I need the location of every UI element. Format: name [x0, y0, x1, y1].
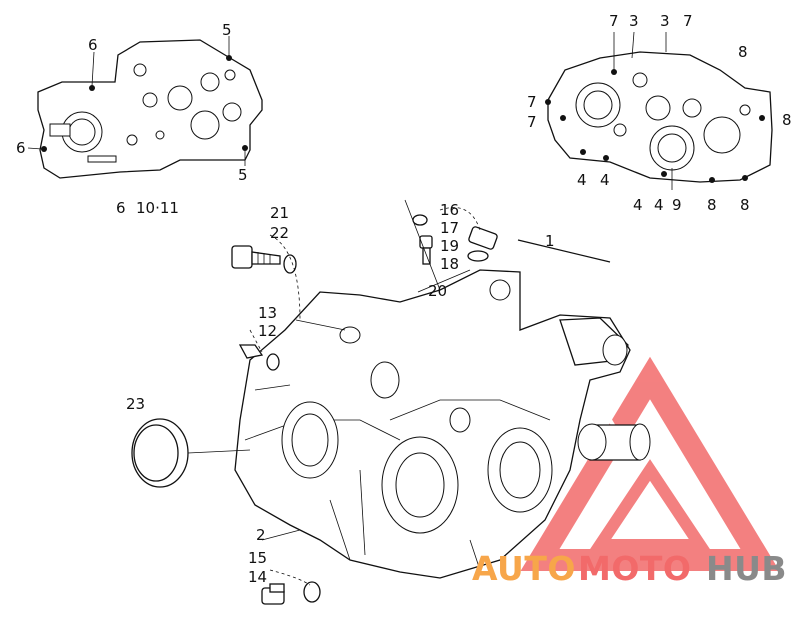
callout-6: 6	[116, 199, 126, 217]
callout-2: 2	[256, 526, 266, 544]
callout-8: 8	[707, 196, 717, 214]
washer-top	[412, 214, 428, 226]
callout-4: 4	[577, 171, 587, 189]
main-crankcase	[234, 269, 651, 579]
bolt-19	[419, 235, 433, 265]
callout-14: 14	[248, 568, 267, 586]
callout-1: 1	[545, 232, 555, 250]
cap-23	[131, 418, 189, 488]
crankcase-right-half-view	[545, 31, 773, 190]
callout-15: 15	[248, 549, 267, 567]
washer-22	[283, 254, 297, 274]
plug-16	[468, 226, 498, 250]
callout-3: 3	[629, 12, 639, 30]
callout-18: 18	[440, 255, 459, 273]
callout-3: 3	[660, 12, 670, 30]
callout-8: 8	[738, 43, 748, 61]
callout-7: 7	[683, 12, 693, 30]
callout-6: 6	[16, 139, 26, 157]
wordmark-hub: HUB	[706, 549, 787, 588]
drain-plug-14	[261, 583, 285, 605]
callout-21: 21	[270, 204, 289, 222]
o-ring-12	[266, 353, 280, 371]
callout-5: 5	[222, 21, 232, 39]
bolt-21	[231, 245, 281, 269]
callout-16: 16	[440, 201, 459, 219]
callout-8: 8	[740, 196, 750, 214]
callouts-main: 21 22 16 17 19 18 1 20 13 12 23 2 15 14	[126, 201, 555, 586]
callouts-top-right: 7 3 3 7 8 7 7 8 4 4 4 4 9 8 8	[527, 12, 792, 214]
callout-17: 17	[440, 219, 459, 237]
callout-20: 20	[428, 282, 447, 300]
callout-6: 6	[88, 36, 98, 54]
wordmark-auto: AUTO	[472, 549, 576, 588]
callout-4: 4	[654, 196, 664, 214]
callout-7: 7	[609, 12, 619, 30]
callout-5: 5	[238, 166, 248, 184]
callout-22: 22	[270, 224, 289, 242]
automotohub-wordmark: AUTO MOTO HUB	[472, 549, 787, 588]
callouts-top-left: 6 5 6 5 6 10·11	[16, 21, 248, 217]
callout-7: 7	[527, 113, 537, 131]
leader-lines	[187, 199, 611, 586]
callout-13: 13	[258, 304, 277, 322]
o-ring-17	[467, 250, 489, 262]
stud-13	[238, 344, 264, 359]
wordmark-moto: MOTO	[578, 549, 691, 588]
callout-8: 8	[782, 111, 792, 129]
washer-15	[303, 581, 321, 603]
callout-4: 4	[633, 196, 643, 214]
callout-12: 12	[258, 322, 277, 340]
callout-10-11: 10·11	[136, 199, 179, 217]
callout-9: 9	[672, 196, 682, 214]
callout-7: 7	[527, 93, 537, 111]
callout-23: 23	[126, 395, 145, 413]
callout-19: 19	[440, 237, 459, 255]
crankcase-left-half-view	[27, 36, 263, 179]
callout-4: 4	[600, 171, 610, 189]
